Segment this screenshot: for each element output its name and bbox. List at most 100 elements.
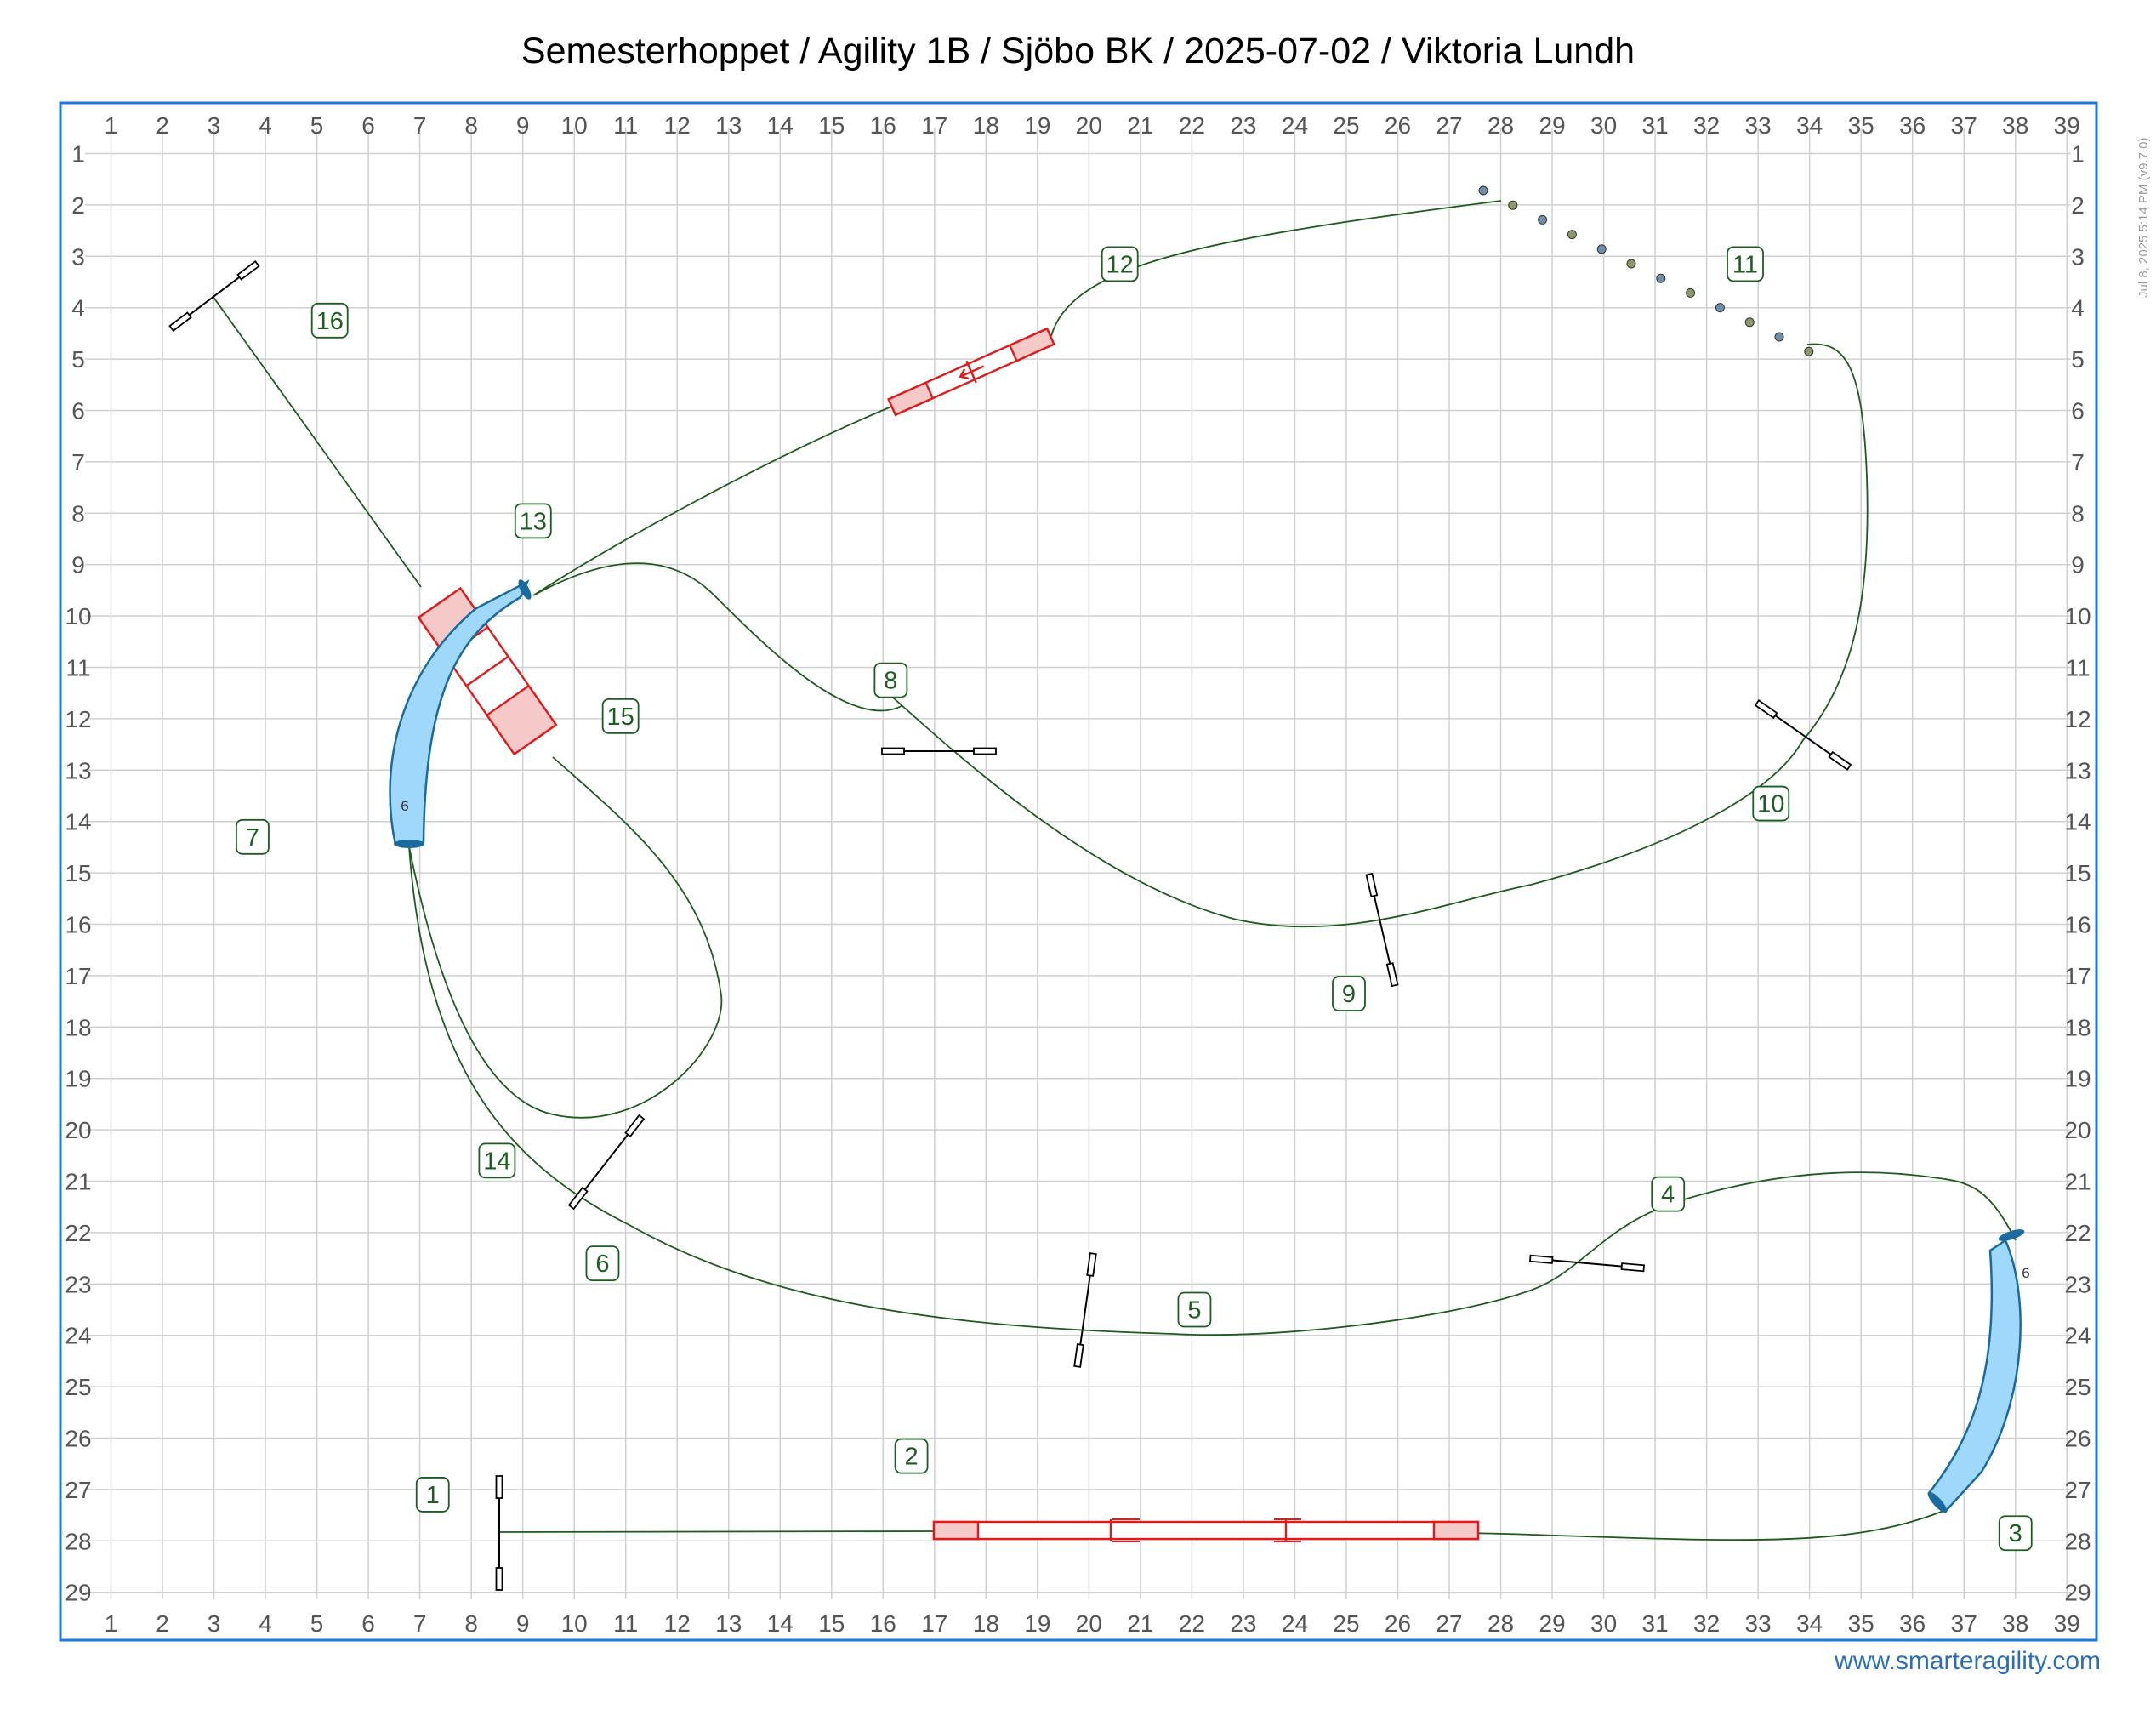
weave-pole xyxy=(1715,303,1725,313)
column-label-bottom: 24 xyxy=(1282,1610,1308,1637)
column-label-bottom: 17 xyxy=(921,1610,947,1637)
number-label: 2 xyxy=(905,1444,919,1471)
number-box xyxy=(1651,1176,1686,1212)
column-label-bottom: 33 xyxy=(1745,1610,1772,1637)
column-label-top: 37 xyxy=(1951,112,1977,139)
column-label-bottom: 25 xyxy=(1333,1610,1359,1637)
column-label-top: 17 xyxy=(921,112,947,139)
column-label-bottom: 8 xyxy=(464,1610,478,1637)
number-label: 7 xyxy=(246,824,259,852)
jump-wing-right xyxy=(973,747,997,755)
column-label-top: 38 xyxy=(2002,112,2028,139)
column-label-bottom: 14 xyxy=(767,1610,794,1637)
column-label-top: 35 xyxy=(1848,112,1874,139)
row-label-right: 28 xyxy=(2064,1528,2091,1554)
row-label-left: 6 xyxy=(71,398,85,424)
column-label-top: 18 xyxy=(973,112,999,139)
row-label-right: 7 xyxy=(2071,449,2085,476)
row-label-right: 16 xyxy=(2064,912,2091,938)
column-label-bottom: 22 xyxy=(1179,1610,1205,1637)
row-label-left: 7 xyxy=(71,449,85,476)
jump-5 xyxy=(1073,1252,1097,1368)
column-label-top: 3 xyxy=(208,112,221,139)
column-label-top: 26 xyxy=(1385,112,1411,139)
jump-wing-left xyxy=(1528,1254,1554,1264)
jump-wing-left xyxy=(495,1475,503,1499)
column-label-top: 29 xyxy=(1539,112,1565,139)
row-label-right: 23 xyxy=(2064,1271,2091,1297)
handler-path xyxy=(212,200,2017,1541)
row-label-right: 1 xyxy=(2071,141,2085,168)
seesaw-contact-end xyxy=(1008,327,1055,362)
column-label-bottom: 31 xyxy=(1642,1610,1669,1637)
jump-wing-right xyxy=(1828,750,1852,771)
dogwalk-contact-start xyxy=(932,1520,980,1541)
column-label-bottom: 12 xyxy=(664,1610,691,1637)
row-label-right: 25 xyxy=(2064,1374,2091,1400)
column-label-top: 23 xyxy=(1230,112,1256,139)
column-label-top: 39 xyxy=(2054,112,2080,139)
column-label-top: 14 xyxy=(767,112,794,139)
row-label-left: 20 xyxy=(65,1117,91,1143)
tunnel-3-exit xyxy=(1927,1491,1948,1513)
row-label-left: 2 xyxy=(71,192,85,219)
column-label-bottom: 4 xyxy=(259,1610,272,1637)
jump-wing-left xyxy=(1365,872,1379,897)
row-label-left: 24 xyxy=(65,1323,91,1349)
row-label-right: 20 xyxy=(2064,1117,2091,1143)
row-label-right: 14 xyxy=(2064,809,2091,835)
number-box xyxy=(1101,246,1139,282)
column-label-bottom: 30 xyxy=(1590,1610,1617,1637)
number-box xyxy=(873,662,908,698)
tunnel-label: 6 xyxy=(2022,1265,2029,1281)
website-link[interactable]: www.smarteragility.com xyxy=(1835,1647,2101,1675)
column-label-top: 11 xyxy=(613,112,638,139)
dogwalk-plank xyxy=(932,1520,1480,1541)
row-label-left: 28 xyxy=(65,1528,91,1554)
jump-wing-left xyxy=(168,311,192,332)
number-box xyxy=(415,1477,450,1513)
row-label-right: 21 xyxy=(2064,1169,2091,1195)
number-label: 10 xyxy=(1757,791,1784,818)
row-label-left: 12 xyxy=(65,706,91,732)
weave-pole xyxy=(1804,346,1814,356)
row-label-left: 8 xyxy=(71,500,85,527)
obstacle-number-14: 14 xyxy=(478,1142,516,1179)
column-label-top: 13 xyxy=(715,112,742,139)
jump-wing-right xyxy=(1073,1343,1084,1368)
row-label-left: 18 xyxy=(65,1014,91,1040)
column-label-top: 2 xyxy=(156,112,169,139)
dogwalk-contact-end xyxy=(1432,1520,1480,1541)
column-label-top: 4 xyxy=(259,112,272,139)
column-label-top: 9 xyxy=(516,112,530,139)
number-label: 4 xyxy=(1661,1182,1675,1209)
dogwalk-2 xyxy=(932,1518,1480,1542)
column-label-bottom: 23 xyxy=(1230,1610,1256,1637)
column-label-top: 33 xyxy=(1745,112,1772,139)
number-label: 9 xyxy=(1342,981,1356,1008)
jump-wing-left xyxy=(567,1186,589,1211)
number-box xyxy=(478,1142,516,1179)
column-label-top: 19 xyxy=(1024,112,1050,139)
column-label-bottom: 2 xyxy=(156,1610,169,1637)
column-label-bottom: 20 xyxy=(1076,1610,1102,1637)
weave-poles-11 xyxy=(1478,185,1814,356)
row-label-left: 9 xyxy=(71,552,85,578)
column-label-bottom: 37 xyxy=(1951,1610,1977,1637)
column-label-bottom: 39 xyxy=(2054,1610,2080,1637)
row-label-right: 10 xyxy=(2064,603,2091,630)
column-label-bottom: 28 xyxy=(1488,1610,1514,1637)
jump-wing-left xyxy=(1086,1252,1097,1277)
column-label-bottom: 9 xyxy=(516,1610,530,1637)
jump-wing-left xyxy=(881,747,905,755)
row-label-right: 27 xyxy=(2064,1477,2091,1503)
number-box xyxy=(514,503,552,539)
row-label-left: 19 xyxy=(65,1066,91,1092)
column-label-top: 8 xyxy=(464,112,478,139)
column-label-bottom: 34 xyxy=(1796,1610,1823,1637)
number-label: 3 xyxy=(2009,1520,2022,1547)
obstacle-number-13: 13 xyxy=(514,503,552,539)
obstacle-number-9: 9 xyxy=(1332,976,1366,1011)
